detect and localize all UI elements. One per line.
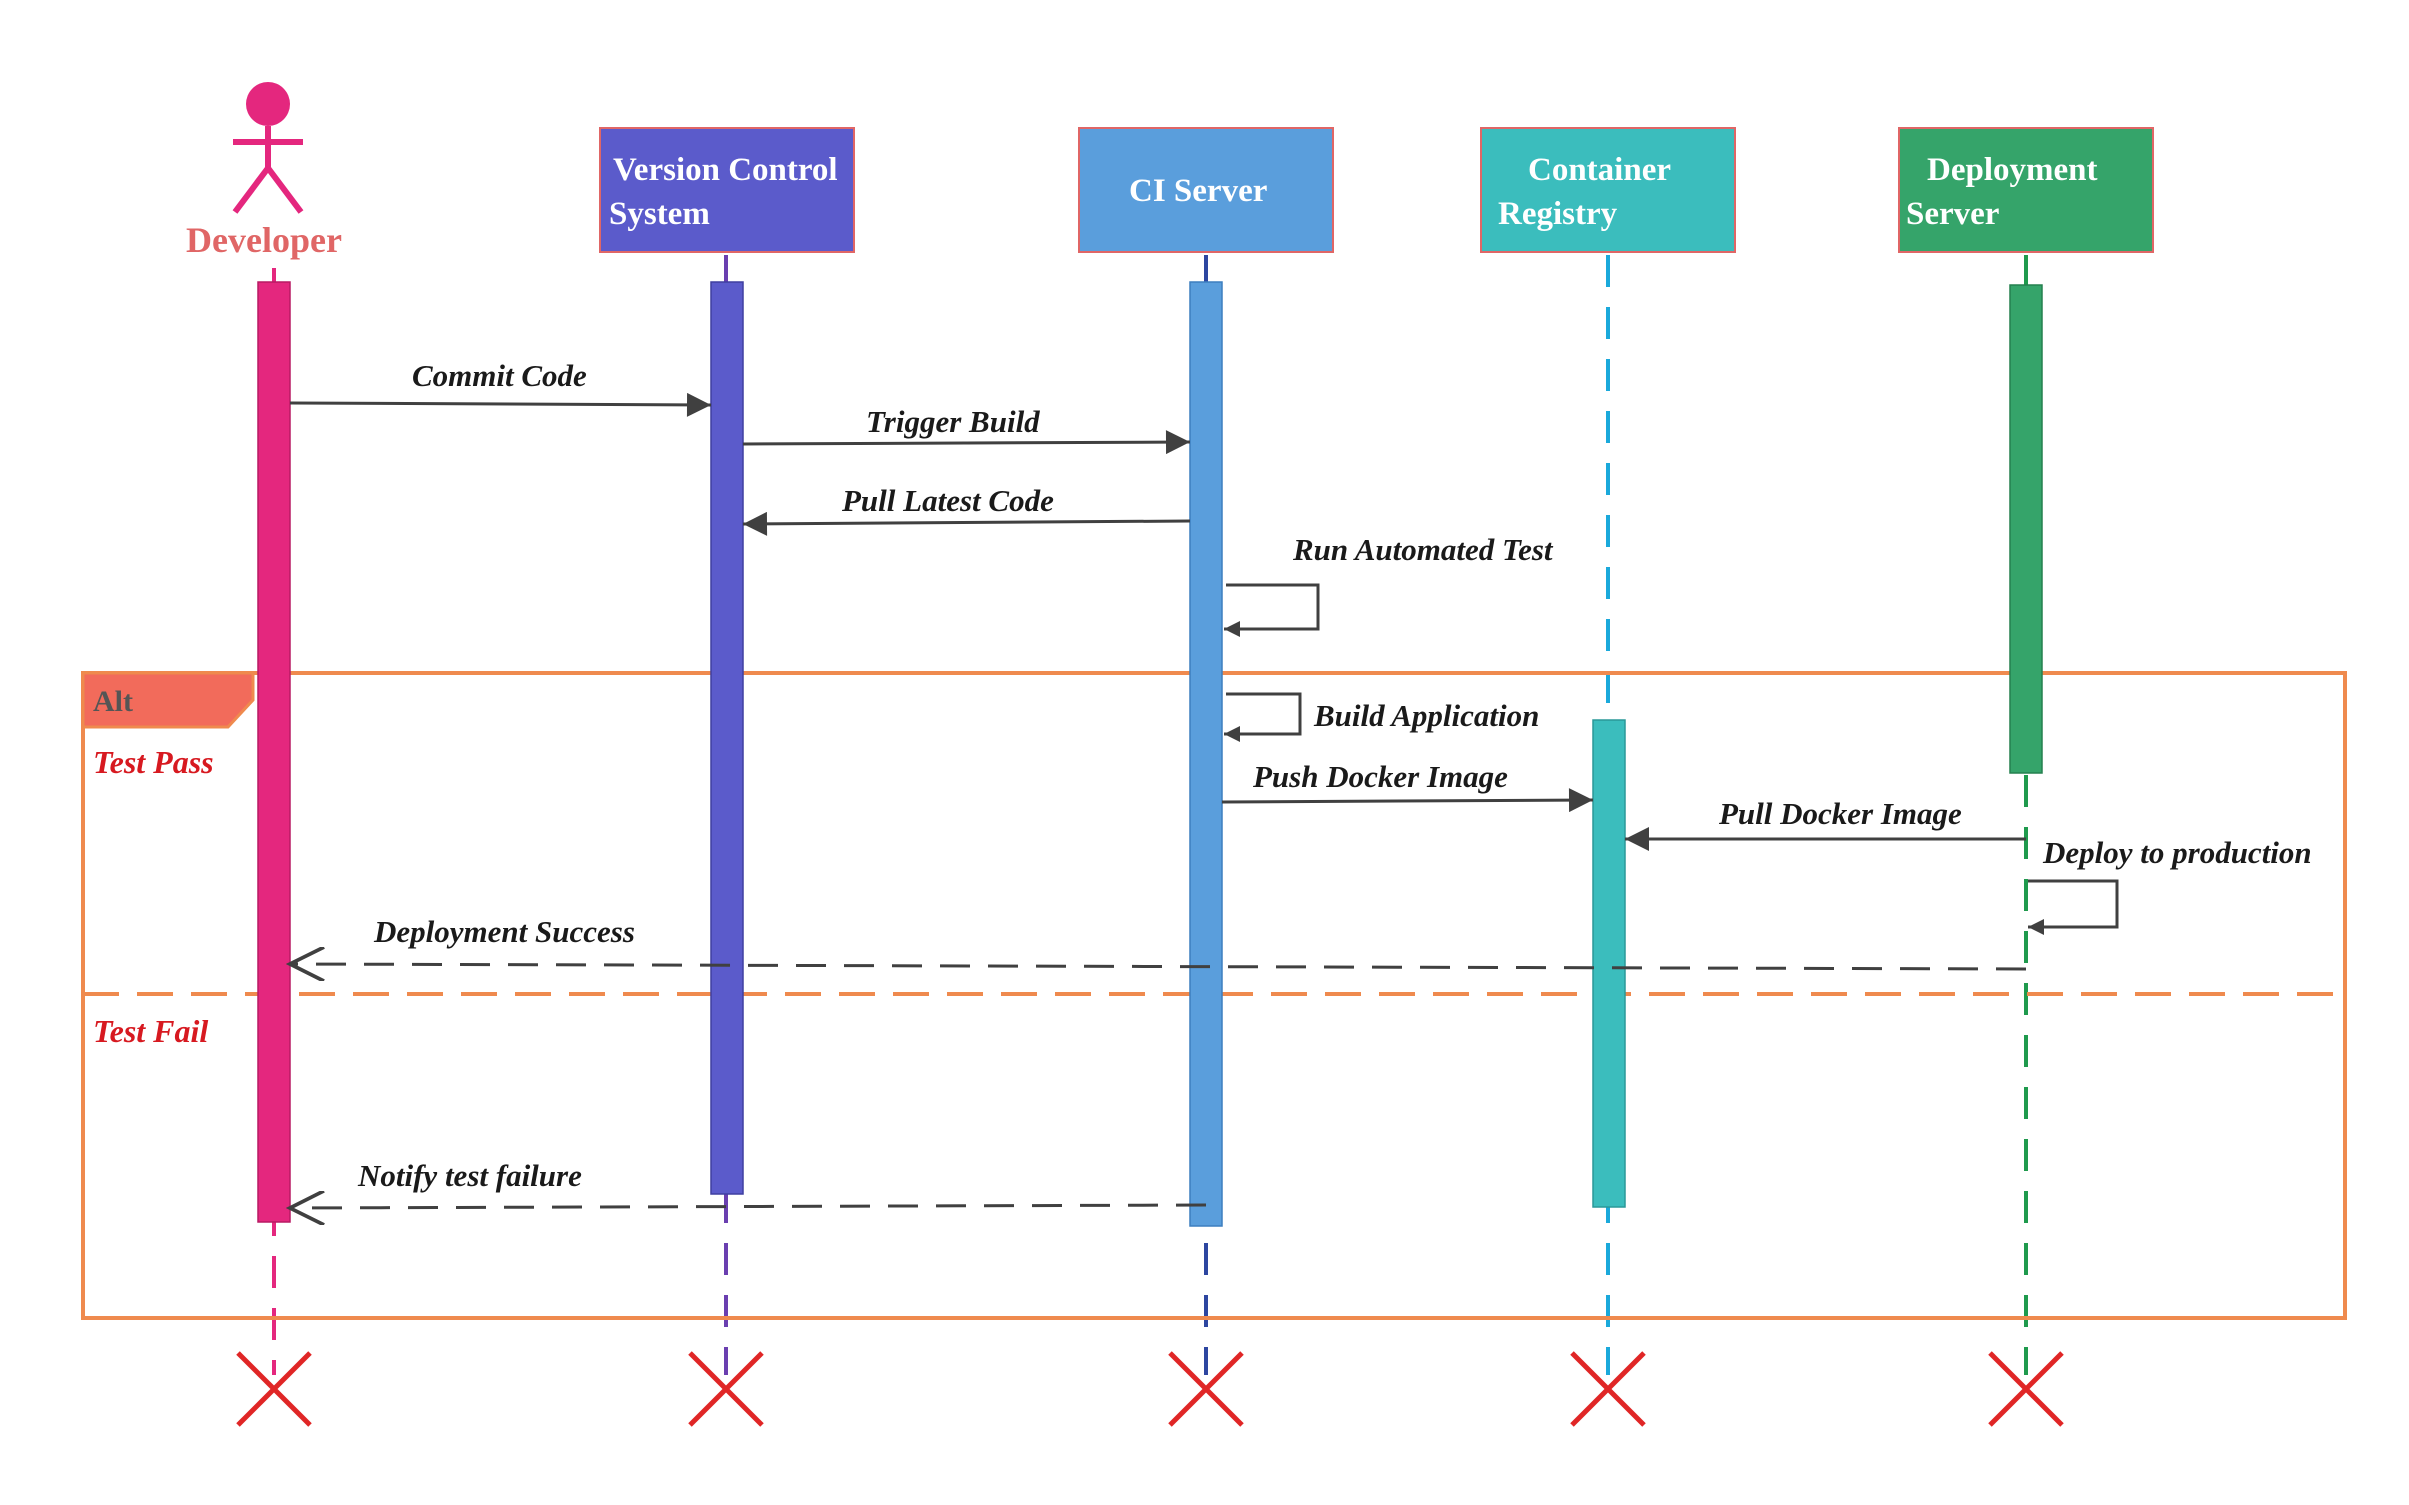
guard-test-fail: Test Fail: [93, 1013, 208, 1049]
actor-developer: Developer: [186, 82, 342, 260]
message-commit-code-label: Commit Code: [412, 358, 587, 393]
guard-test-pass: Test Pass: [93, 744, 214, 780]
participant-registry-box: [1480, 127, 1736, 253]
destroy-registry-icon: [1570, 1351, 1646, 1427]
participant-deploy-label-line1: Deployment: [1927, 152, 2097, 188]
message-build-application-label: Build Application: [1313, 698, 1539, 733]
actor-leg-right: [265, 166, 304, 214]
participant-registry-label-line2: Registry: [1498, 196, 1618, 232]
message-deploy-to-production-arrow: [2028, 879, 2119, 935]
message-notify-test-failure-label: Notify test failure: [357, 1158, 582, 1193]
destroy-ci-icon: [1168, 1351, 1244, 1427]
participant-registry: Container Registry: [1480, 127, 1736, 253]
activation-registry: [1592, 719, 1626, 1208]
participant-ci-box: [1078, 127, 1334, 253]
participant-ci-label: CI Server: [1129, 173, 1267, 209]
message-deployment-success-label: Deployment Success: [373, 914, 635, 949]
message-push-docker-image-label: Push Docker Image: [1252, 759, 1508, 794]
activation-deploy: [2009, 284, 2043, 774]
participant-vcs: Version Control System: [599, 127, 855, 253]
participant-ci: CI Server: [1078, 127, 1334, 253]
message-run-automated-test-arrow: [1224, 583, 1320, 637]
message-build-application-arrow: [1224, 692, 1302, 742]
message-commit-code-arrow: [289, 392, 712, 417]
message-trigger-build-label: Trigger Build: [866, 404, 1040, 439]
activation-developer: [257, 281, 291, 1223]
participant-registry-label-line1: Container: [1528, 152, 1671, 188]
alt-frame-tag: [81, 671, 255, 729]
message-trigger-build-arrow: [742, 430, 1191, 455]
alt-operator-label: Alt: [93, 685, 133, 718]
participant-deploy-box: [1898, 127, 2154, 253]
message-pull-latest-code-arrow: [742, 511, 1191, 536]
activation-ci: [1189, 281, 1223, 1227]
actor-head: [246, 82, 290, 126]
actor-leg-left: [232, 166, 271, 214]
message-deploy-to-production-label: Deploy to production: [2042, 835, 2312, 870]
message-notify-test-failure-arrow: [290, 1205, 1207, 1208]
activation-vcs: [710, 281, 744, 1195]
destroy-vcs-icon: [688, 1351, 764, 1427]
message-deployment-success-arrow: [290, 964, 2027, 969]
participant-vcs-box: [599, 127, 855, 253]
message-push-docker-image-arrow: [1221, 788, 1594, 813]
participant-deploy-label-line2: Server: [1906, 196, 1999, 232]
actor-developer-label: Developer: [186, 220, 342, 260]
message-pull-latest-code-label: Pull Latest Code: [841, 483, 1054, 518]
message-pull-docker-image-label: Pull Docker Image: [1718, 796, 1962, 831]
message-run-automated-test-label: Run Automated Test: [1292, 532, 1554, 567]
destroy-developer-icon: [236, 1351, 312, 1427]
destroy-deploy-icon: [1988, 1351, 2064, 1427]
participant-deploy: Deployment Server: [1898, 127, 2154, 253]
participant-vcs-label-line2: System: [609, 196, 710, 232]
participant-vcs-label-line1: Version Control: [613, 152, 838, 188]
